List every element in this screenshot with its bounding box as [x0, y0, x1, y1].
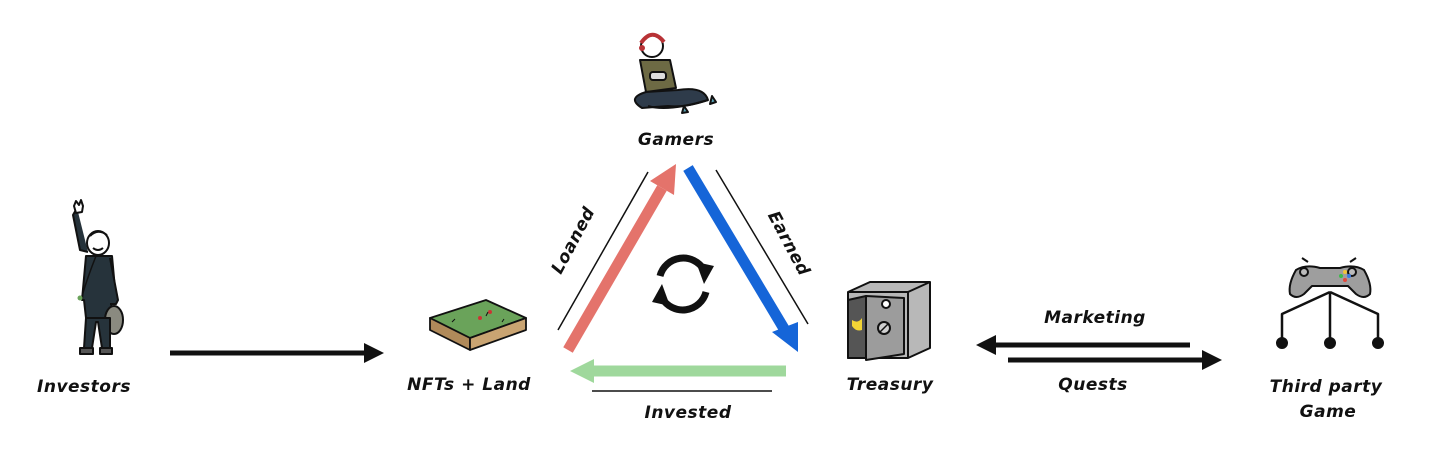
gamers-label: Gamers	[638, 130, 714, 150]
earned-label: Earned	[763, 208, 814, 280]
third-party-label-line1: Third party	[1270, 377, 1383, 397]
marketing-arrow	[976, 335, 1190, 355]
marketing-label: Marketing	[1044, 308, 1146, 328]
treasury-label: Treasury	[847, 375, 934, 395]
investors-label: Investors	[37, 377, 131, 397]
earned-arrow	[683, 165, 809, 352]
loaned-arrow	[557, 164, 676, 353]
quests-label: Quests	[1058, 375, 1127, 395]
land-tile-icon	[429, 299, 527, 351]
safe-vault-icon	[847, 281, 931, 361]
nfts-land-label: NFTs + Land	[407, 375, 531, 395]
loaned-label: Loaned	[548, 204, 600, 278]
invested-arrow	[570, 359, 786, 392]
third-party-label-line2: Game	[1300, 402, 1357, 422]
gamer-person-icon	[634, 32, 717, 114]
investor-person-icon	[72, 199, 124, 355]
refresh-cycle-icon	[652, 254, 714, 314]
invested-label: Invested	[645, 403, 732, 423]
quests-arrow	[1008, 350, 1222, 370]
investors-to-nfts-arrow	[170, 343, 384, 363]
game-controller-icon	[1276, 257, 1384, 349]
